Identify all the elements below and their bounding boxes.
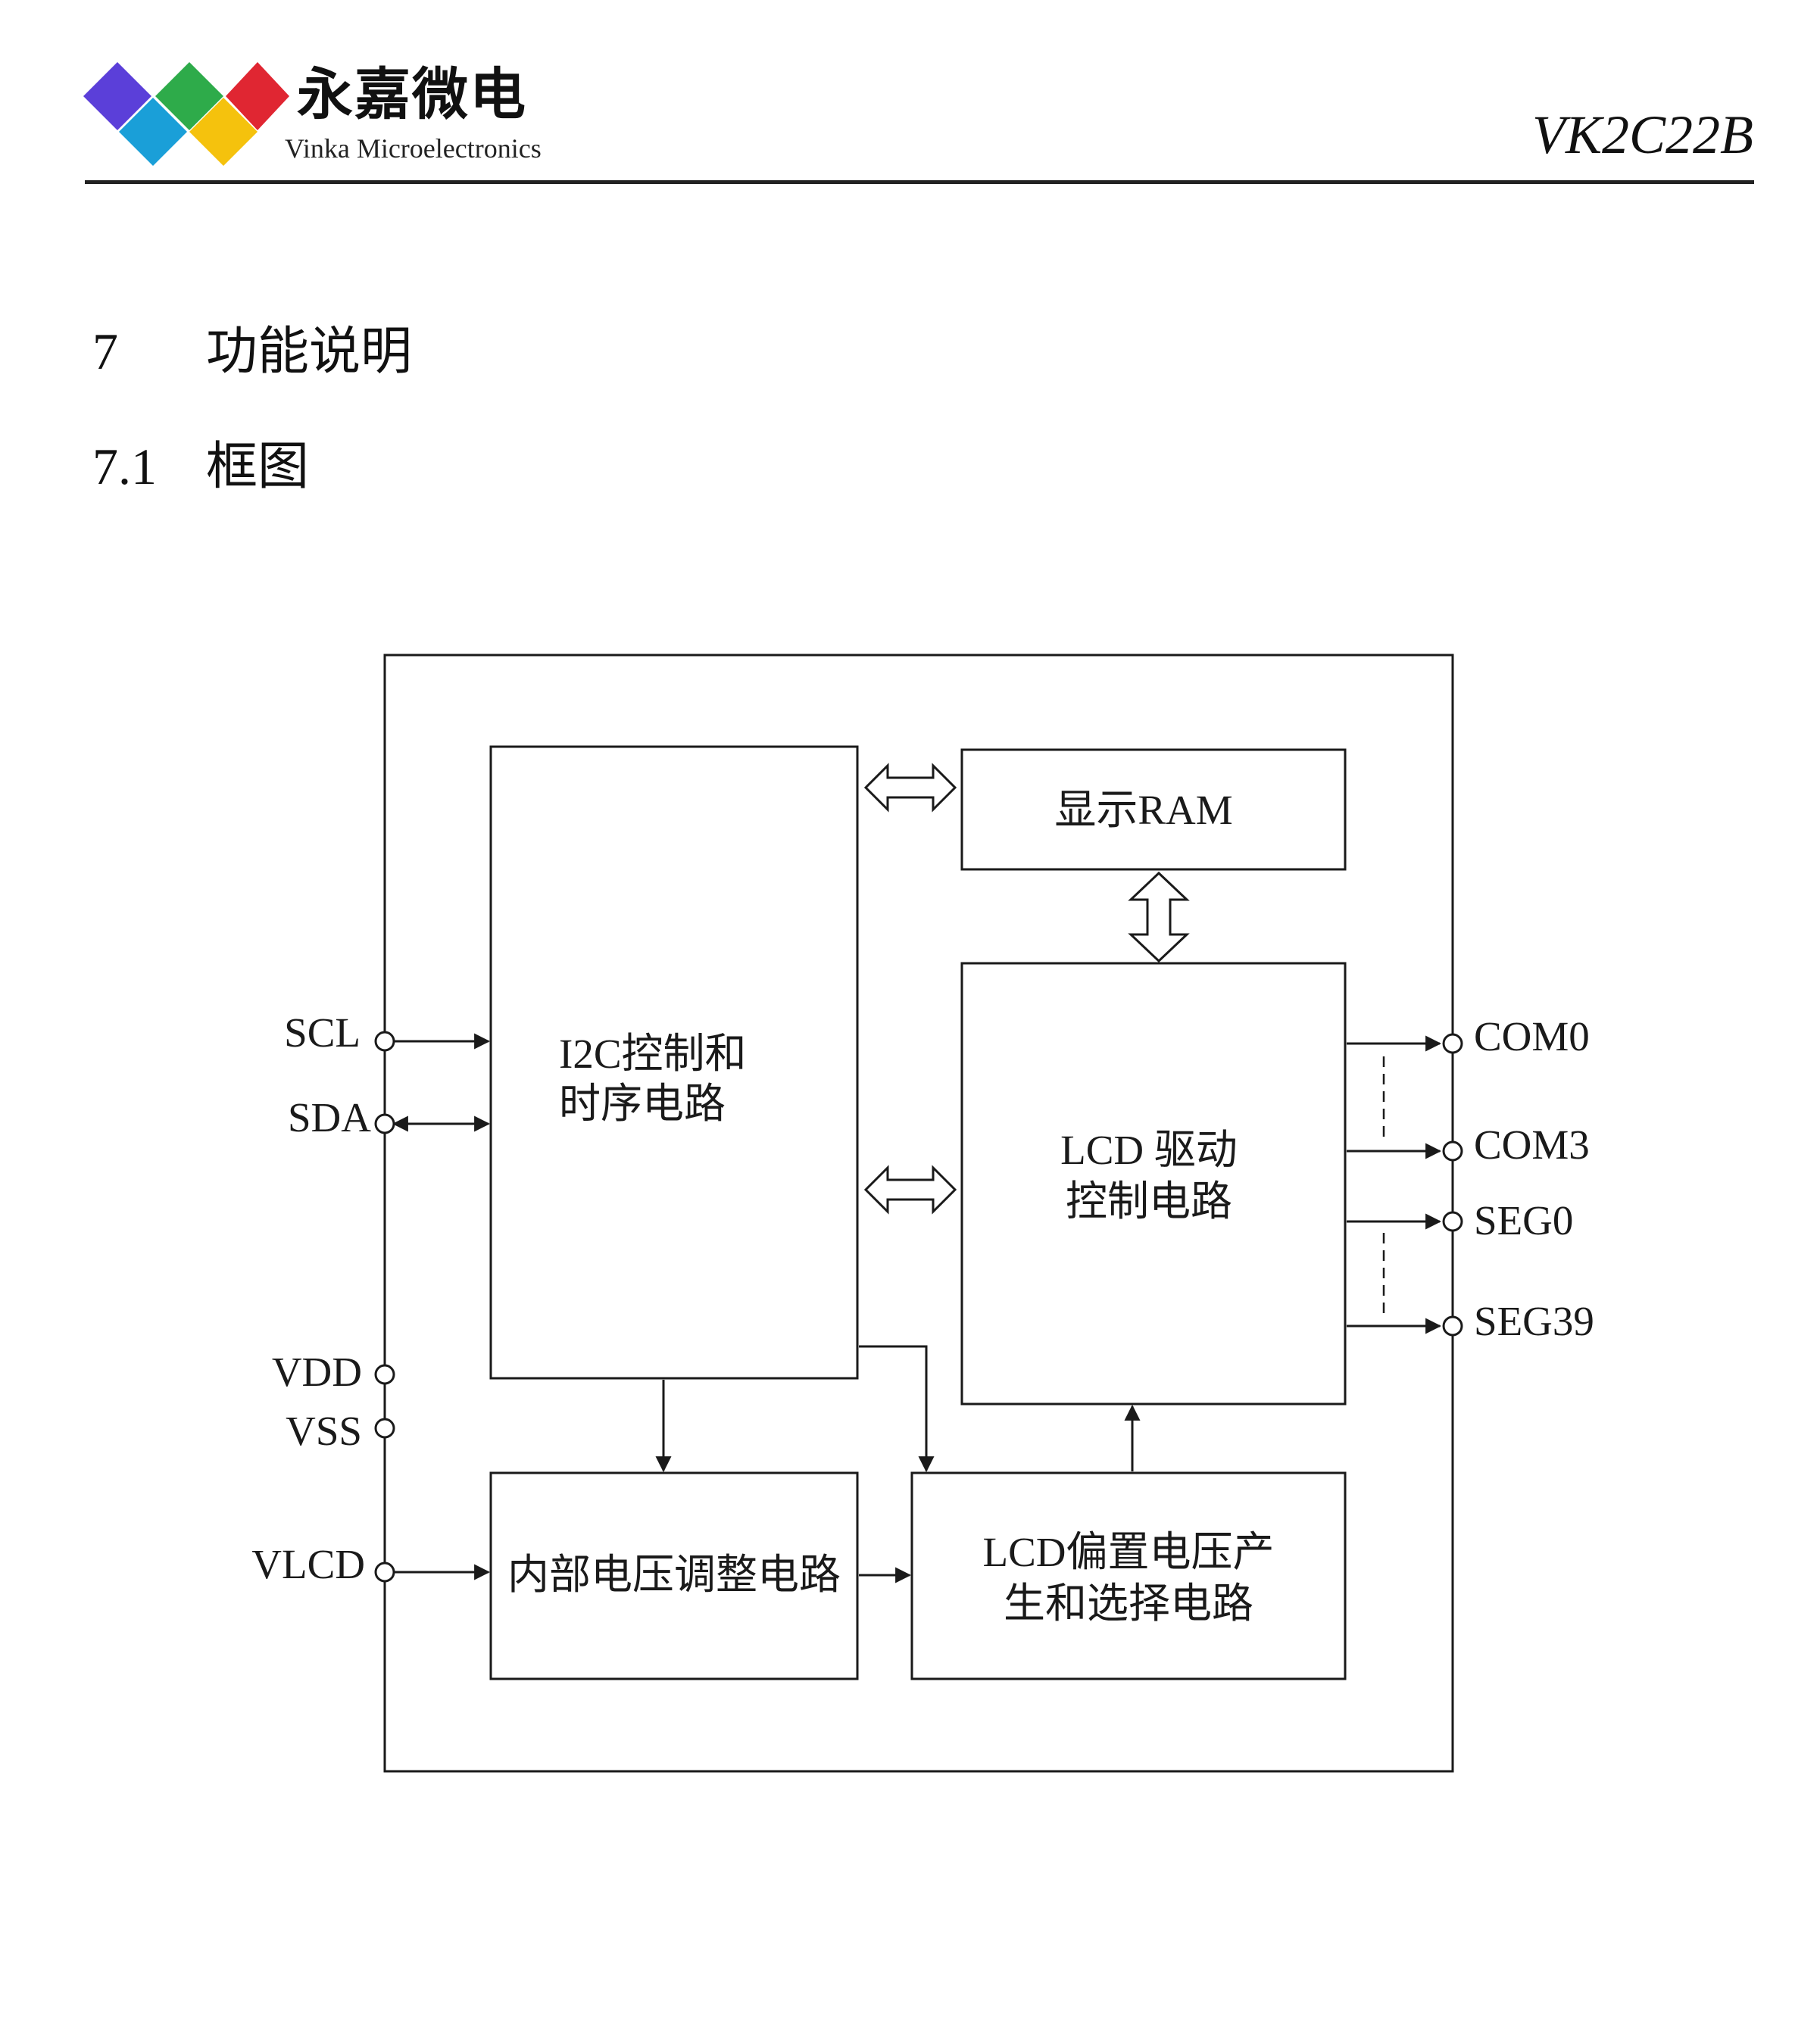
company-logo-icon [83, 62, 289, 166]
vlcd-pin [374, 1562, 395, 1583]
seg0-pin [1442, 1211, 1463, 1232]
i2c-driver-bus-arrow [863, 1165, 957, 1215]
vlcd-label: VLCD [251, 1541, 365, 1587]
vdd-pin [374, 1364, 395, 1385]
i2c-block-label-1: I2C控制和 [559, 1031, 747, 1077]
driver-block-label-1: LCD 驱动 [1060, 1127, 1238, 1173]
ram-block-label: 显示RAM [1054, 787, 1232, 833]
company-name-cn: 永嘉微电 [297, 62, 527, 127]
seg0-label: SEG0 [1474, 1197, 1573, 1243]
vss-pin [374, 1418, 395, 1439]
chip-boundary [383, 654, 1454, 1773]
com0-label: COM0 [1474, 1013, 1590, 1059]
subsection-title: 框图 [206, 438, 310, 495]
com3-label: COM3 [1474, 1122, 1590, 1168]
section-number: 7 [92, 323, 118, 380]
i2c-to-bias-line [859, 1345, 935, 1473]
sda-pin [374, 1113, 395, 1134]
section-heading-7-1: 7.1 框图 [92, 441, 309, 492]
bias-block-label-1: LCD偏置电压产 [982, 1529, 1274, 1575]
i2c-control-block [489, 745, 859, 1380]
scl-pin [374, 1031, 395, 1052]
voltage-regulator-block [489, 1471, 859, 1680]
bias-block-label-2: 生和选择电路 [1004, 1580, 1253, 1627]
scl-label: SCL [284, 1009, 361, 1056]
ram-driver-bus-arrow [1128, 871, 1190, 963]
section-title: 功能说明 [206, 323, 413, 380]
vss-label: VSS [286, 1408, 362, 1454]
seg39-label: SEG39 [1474, 1298, 1594, 1344]
regulator-block-label: 内部电压调整电路 [507, 1552, 841, 1598]
company-name-en: Vinka Microelectronics [285, 133, 542, 164]
vdd-label: VDD [272, 1349, 362, 1395]
document-part-number: VK2C22B [1531, 105, 1753, 165]
sda-label: SDA [288, 1094, 371, 1140]
header-divider [85, 180, 1754, 184]
lcd-driver-block [960, 962, 1347, 1406]
com3-pin [1442, 1140, 1463, 1162]
i2c-block-label-2: 时序电路 [559, 1081, 726, 1127]
section-heading-7: 7 功能说明 [92, 326, 412, 377]
driver-block-label-2: 控制电路 [1066, 1178, 1232, 1225]
seg39-pin [1442, 1315, 1463, 1337]
display-ram-block [960, 748, 1347, 871]
i2c-ram-bus-arrow [863, 763, 957, 813]
lcd-bias-block [910, 1471, 1347, 1680]
com0-pin [1442, 1033, 1463, 1054]
subsection-number: 7.1 [92, 438, 157, 495]
